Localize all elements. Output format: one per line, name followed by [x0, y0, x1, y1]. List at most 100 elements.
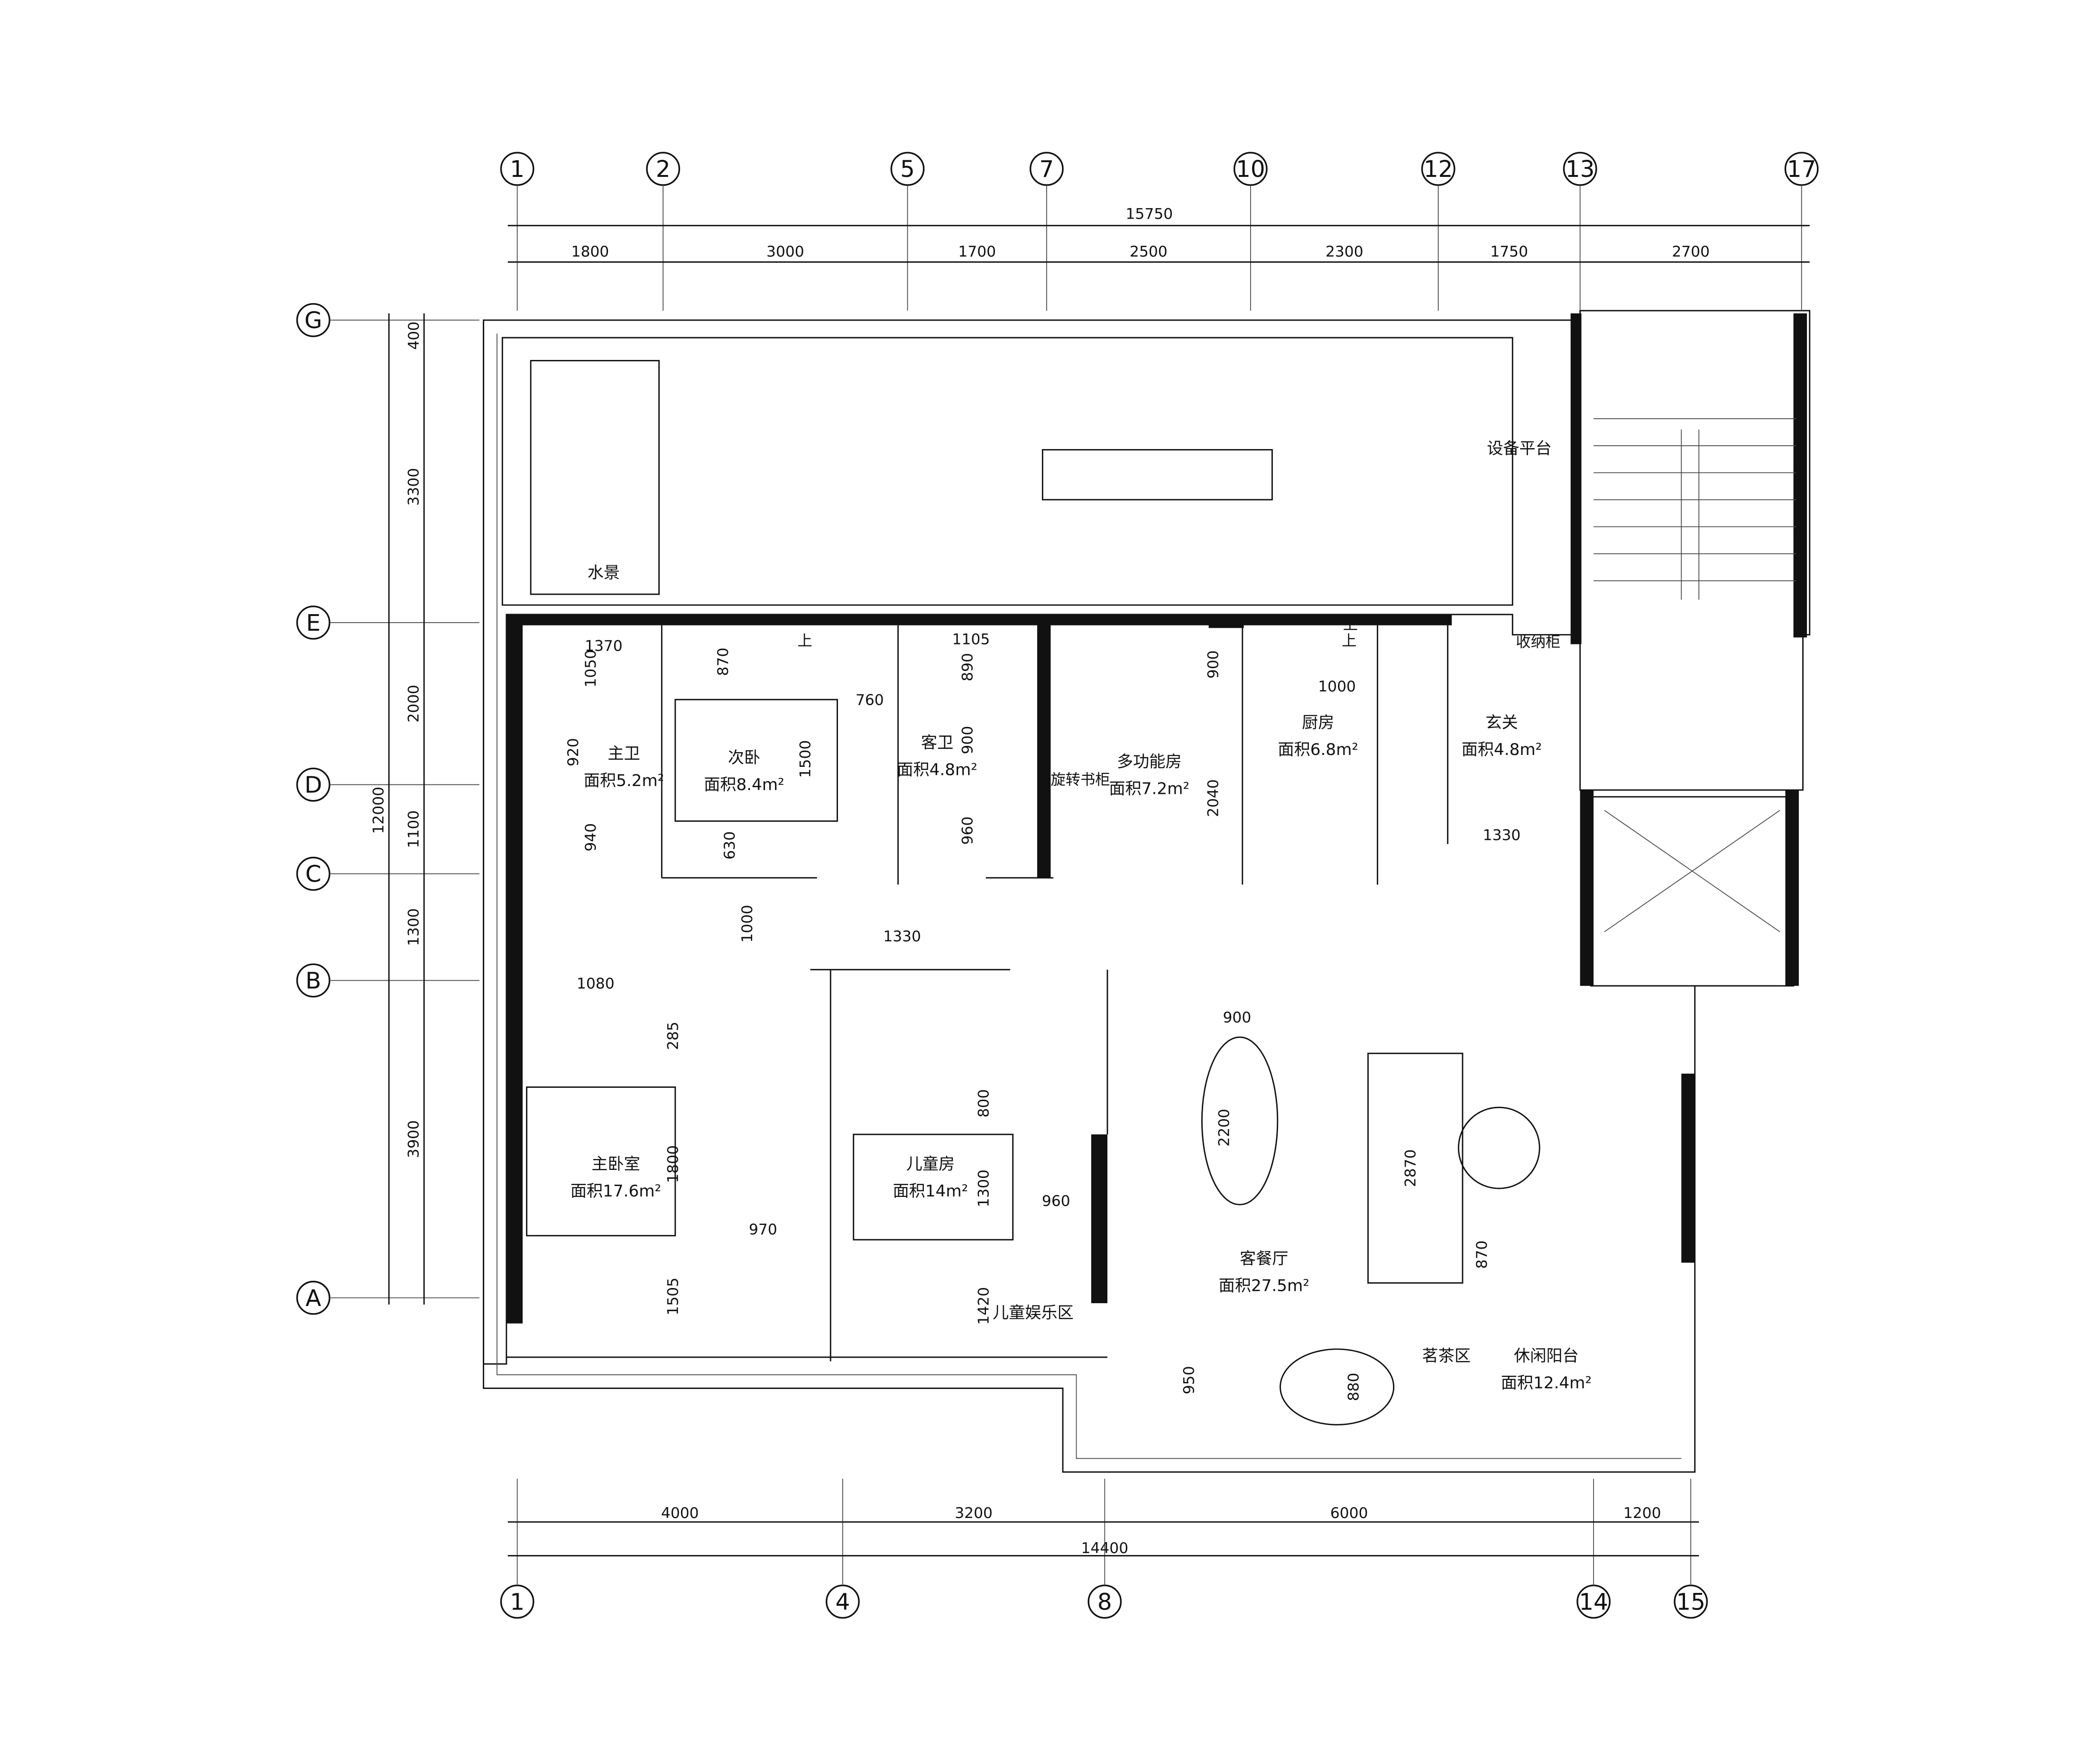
axis-label: 1 — [510, 156, 525, 183]
interior-dim: 900 — [1205, 650, 1222, 679]
interior-dim: 1000 — [739, 905, 756, 943]
axis-label: 7 — [1039, 156, 1054, 183]
dim-left: 3300 — [405, 468, 423, 506]
room-area: 面积17.6m² — [571, 1182, 661, 1201]
axis-label: 14 — [1579, 1589, 1608, 1615]
dim-top: 3000 — [766, 243, 804, 260]
dim-top: 1800 — [571, 243, 609, 260]
interior-dim: 1420 — [975, 1287, 992, 1325]
dim-total-top: 15750 — [1125, 205, 1173, 222]
interior-dim: 900 — [959, 726, 976, 754]
axis-label: D — [304, 772, 322, 799]
room-area: 面积27.5m² — [1219, 1276, 1309, 1295]
interior-dim: 890 — [959, 653, 976, 681]
fixture-label: 旋转书柜 — [1050, 772, 1110, 789]
room-area: 面积5.2m² — [584, 771, 664, 790]
master-bed — [526, 1086, 676, 1237]
axis-label: 1 — [510, 1589, 525, 1615]
sofa — [1367, 1052, 1464, 1284]
room-name: 主卫 — [608, 744, 640, 763]
room-name: 次卧 — [728, 748, 760, 767]
dim-top: 1750 — [1490, 243, 1528, 260]
dim-left: 400 — [405, 322, 423, 350]
room-area: 面积7.2m² — [1109, 780, 1189, 799]
room-area: 面积8.4m² — [704, 775, 784, 794]
wall-living-left — [1091, 1134, 1108, 1304]
axis-label: 15 — [1676, 1589, 1705, 1615]
interior-dim: 970 — [749, 1221, 777, 1238]
axis-label: 8 — [1097, 1589, 1112, 1615]
interior-dim: 1000 — [1318, 678, 1356, 695]
axis-label: 10 — [1236, 156, 1265, 183]
water-feature — [530, 360, 660, 595]
outer-terrace-line — [483, 320, 1696, 1473]
dim-top: 2300 — [1326, 243, 1363, 260]
room-name: 水景 — [588, 563, 620, 582]
room-name: 儿童娱乐区 — [993, 1303, 1074, 1322]
dim-bottom: 1200 — [1623, 1505, 1661, 1522]
tea-table — [1280, 1348, 1395, 1426]
outer-boundary — [483, 310, 1811, 1365]
interior-dim: 870 — [715, 648, 732, 676]
dining-table-living — [1201, 1036, 1279, 1205]
interior-dim: 870 — [1474, 1241, 1491, 1269]
fixture-label: 上 — [798, 632, 812, 649]
interior-dim: 960 — [959, 817, 976, 845]
axis-label: 2 — [656, 156, 671, 183]
interior-dim: 920 — [565, 738, 582, 766]
axis-label: E — [306, 610, 321, 636]
dining-table-terrace — [1041, 449, 1273, 501]
wall-e-row — [506, 614, 1452, 626]
room-name: 客卫 — [921, 734, 953, 753]
interior-dim: 2870 — [1402, 1149, 1419, 1187]
room-name: 设备平台 — [1487, 439, 1552, 458]
dim-total-left: 12000 — [370, 787, 387, 834]
fixture-label: 上 — [1343, 616, 1358, 633]
interior-dim: 800 — [975, 1089, 992, 1118]
elevator-shaft — [1590, 796, 1795, 987]
stair — [1593, 418, 1796, 600]
inner-terrace-line — [497, 333, 1682, 1459]
axis-label: 13 — [1566, 156, 1595, 183]
interior-dim: 1080 — [577, 975, 615, 993]
room-name: 休闲阳台 — [1514, 1347, 1579, 1366]
dim-bottom: 4000 — [661, 1505, 699, 1522]
dim-left: 1100 — [405, 810, 423, 848]
interior-dim: 880 — [1345, 1373, 1363, 1401]
wall-stair-left — [1570, 313, 1582, 644]
terrace-wall — [501, 337, 1513, 606]
dim-bottom: 3200 — [955, 1505, 993, 1522]
axis-label: B — [305, 968, 321, 994]
kids-bed — [853, 1133, 1014, 1241]
interior-dim: 1500 — [797, 740, 814, 778]
wall-elev-left — [1580, 790, 1594, 986]
fixture-label: 收纳柜 — [1516, 634, 1560, 651]
interior-dim: 960 — [1042, 1193, 1070, 1210]
axis-label: G — [304, 307, 322, 334]
room-name: 多功能房 — [1117, 753, 1182, 772]
interior-dim: 760 — [856, 692, 884, 709]
interior-dim: 285 — [664, 1021, 682, 1050]
axis-label: 17 — [1787, 156, 1816, 183]
interior-dim: 940 — [582, 823, 599, 852]
interior-dim: 1105 — [952, 631, 990, 648]
wall-mf-left — [1037, 614, 1051, 878]
room-area: 面积12.4m² — [1501, 1373, 1592, 1392]
dim-top: 1700 — [958, 243, 996, 260]
axis-label: 12 — [1424, 156, 1453, 183]
walls — [483, 310, 1811, 1473]
dim-top: 2500 — [1130, 243, 1168, 260]
partition-lines — [506, 625, 1449, 1361]
interior-dim: 1505 — [664, 1278, 682, 1315]
interior-dim: 1330 — [1483, 827, 1521, 844]
room-name: 儿童房 — [906, 1155, 955, 1174]
coffee-table — [1457, 1106, 1540, 1189]
interior-dim: 630 — [721, 831, 738, 860]
room-area: 面积4.8m² — [1462, 740, 1542, 759]
wall-elev-right — [1785, 790, 1799, 986]
room-name: 厨房 — [1302, 713, 1334, 732]
dim-left: 2000 — [405, 685, 423, 723]
dim-left: 3900 — [405, 1120, 423, 1158]
